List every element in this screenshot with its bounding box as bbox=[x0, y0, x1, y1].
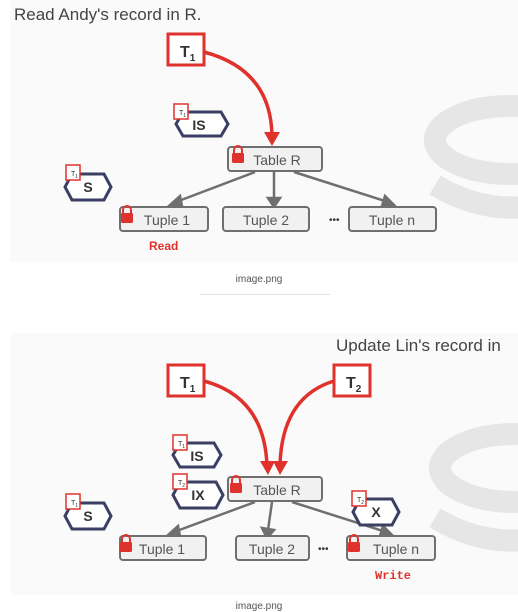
s-lock-badge: S T1 bbox=[63, 164, 113, 202]
svg-text:T2: T2 bbox=[178, 480, 185, 489]
transaction-t2-box: T2 bbox=[332, 363, 372, 398]
t2-arrow bbox=[273, 379, 335, 475]
divider bbox=[200, 294, 330, 295]
transaction-t1-box: T1 bbox=[166, 32, 206, 67]
table-r-box: Table R bbox=[227, 146, 323, 172]
svg-text:T1: T1 bbox=[71, 500, 78, 509]
background-decoration bbox=[424, 95, 518, 219]
svg-text:Table R: Table R bbox=[253, 482, 300, 498]
slide-update: Update Lin's record in T1 T2 IS T1 bbox=[10, 333, 518, 595]
svg-text:Tuple n: Tuple n bbox=[373, 541, 419, 557]
svg-text:S: S bbox=[83, 179, 92, 195]
ix-lock-badge: IX T2 bbox=[171, 473, 225, 510]
table-r-lock-icon bbox=[232, 145, 244, 163]
tuple-2-box: Tuple 2 bbox=[235, 535, 310, 561]
svg-text:Table R: Table R bbox=[253, 152, 300, 168]
table-r-box: Table R bbox=[227, 476, 323, 502]
svg-text:IX: IX bbox=[191, 487, 205, 503]
tuple-n-box: Tuple n bbox=[348, 206, 437, 232]
svg-text:T1: T1 bbox=[178, 441, 185, 450]
is-lock-badge: IS T1 bbox=[171, 434, 223, 469]
svg-text:T1: T1 bbox=[180, 44, 196, 64]
tuple-1-lock-icon bbox=[120, 534, 132, 552]
hierarchy-arrows bbox=[165, 500, 395, 541]
read-action-label: Read bbox=[149, 239, 178, 253]
slide-title: Update Lin's record in bbox=[336, 336, 501, 355]
tuple-2-box: Tuple 2 bbox=[222, 206, 310, 232]
tuple-n-lock-icon bbox=[348, 534, 360, 552]
svg-text:T1: T1 bbox=[179, 110, 186, 119]
is-lock-badge: IS T1 bbox=[173, 103, 230, 138]
svg-text:IS: IS bbox=[190, 448, 203, 464]
tuple-1-box: Tuple 1 bbox=[119, 535, 207, 561]
svg-text:Tuple 2: Tuple 2 bbox=[249, 541, 295, 557]
svg-text:T1: T1 bbox=[71, 171, 78, 180]
s-lock-badge: S T1 bbox=[63, 493, 113, 531]
tuple-ellipsis: ••• bbox=[329, 215, 340, 226]
transaction-t1-box: T1 bbox=[166, 363, 206, 398]
tuple-ellipsis: ••• bbox=[318, 544, 329, 555]
svg-text:Tuple 1: Tuple 1 bbox=[139, 541, 185, 557]
hierarchy-arrows bbox=[167, 170, 397, 210]
tuple-1-box: Tuple 1 bbox=[119, 206, 209, 232]
svg-text:X: X bbox=[371, 504, 381, 520]
svg-text:Tuple 2: Tuple 2 bbox=[243, 212, 289, 228]
background-decoration bbox=[429, 423, 518, 552]
slide-read: Read Andy's record in R. T1 IS T1 Table … bbox=[10, 0, 518, 262]
t1-arrow bbox=[203, 50, 280, 146]
t1-arrow bbox=[203, 379, 275, 475]
svg-text:IS: IS bbox=[192, 117, 205, 133]
image-caption-1: image.png bbox=[235, 274, 283, 285]
svg-text:T2: T2 bbox=[346, 375, 362, 395]
slide-title: Read Andy's record in R. bbox=[14, 5, 202, 24]
svg-text:T2: T2 bbox=[357, 497, 364, 506]
image-caption-2: image.png bbox=[235, 601, 283, 612]
table-r-lock-icon bbox=[230, 475, 242, 493]
svg-text:Tuple n: Tuple n bbox=[369, 212, 415, 228]
x-lock-badge: X T2 bbox=[351, 490, 401, 527]
tuple-n-box: Tuple n bbox=[346, 535, 436, 561]
svg-text:S: S bbox=[83, 508, 92, 524]
tuple-1-lock-icon bbox=[121, 205, 133, 223]
svg-text:Tuple 1: Tuple 1 bbox=[144, 212, 190, 228]
svg-text:T1: T1 bbox=[180, 375, 196, 395]
write-action-label: Write bbox=[375, 569, 411, 583]
